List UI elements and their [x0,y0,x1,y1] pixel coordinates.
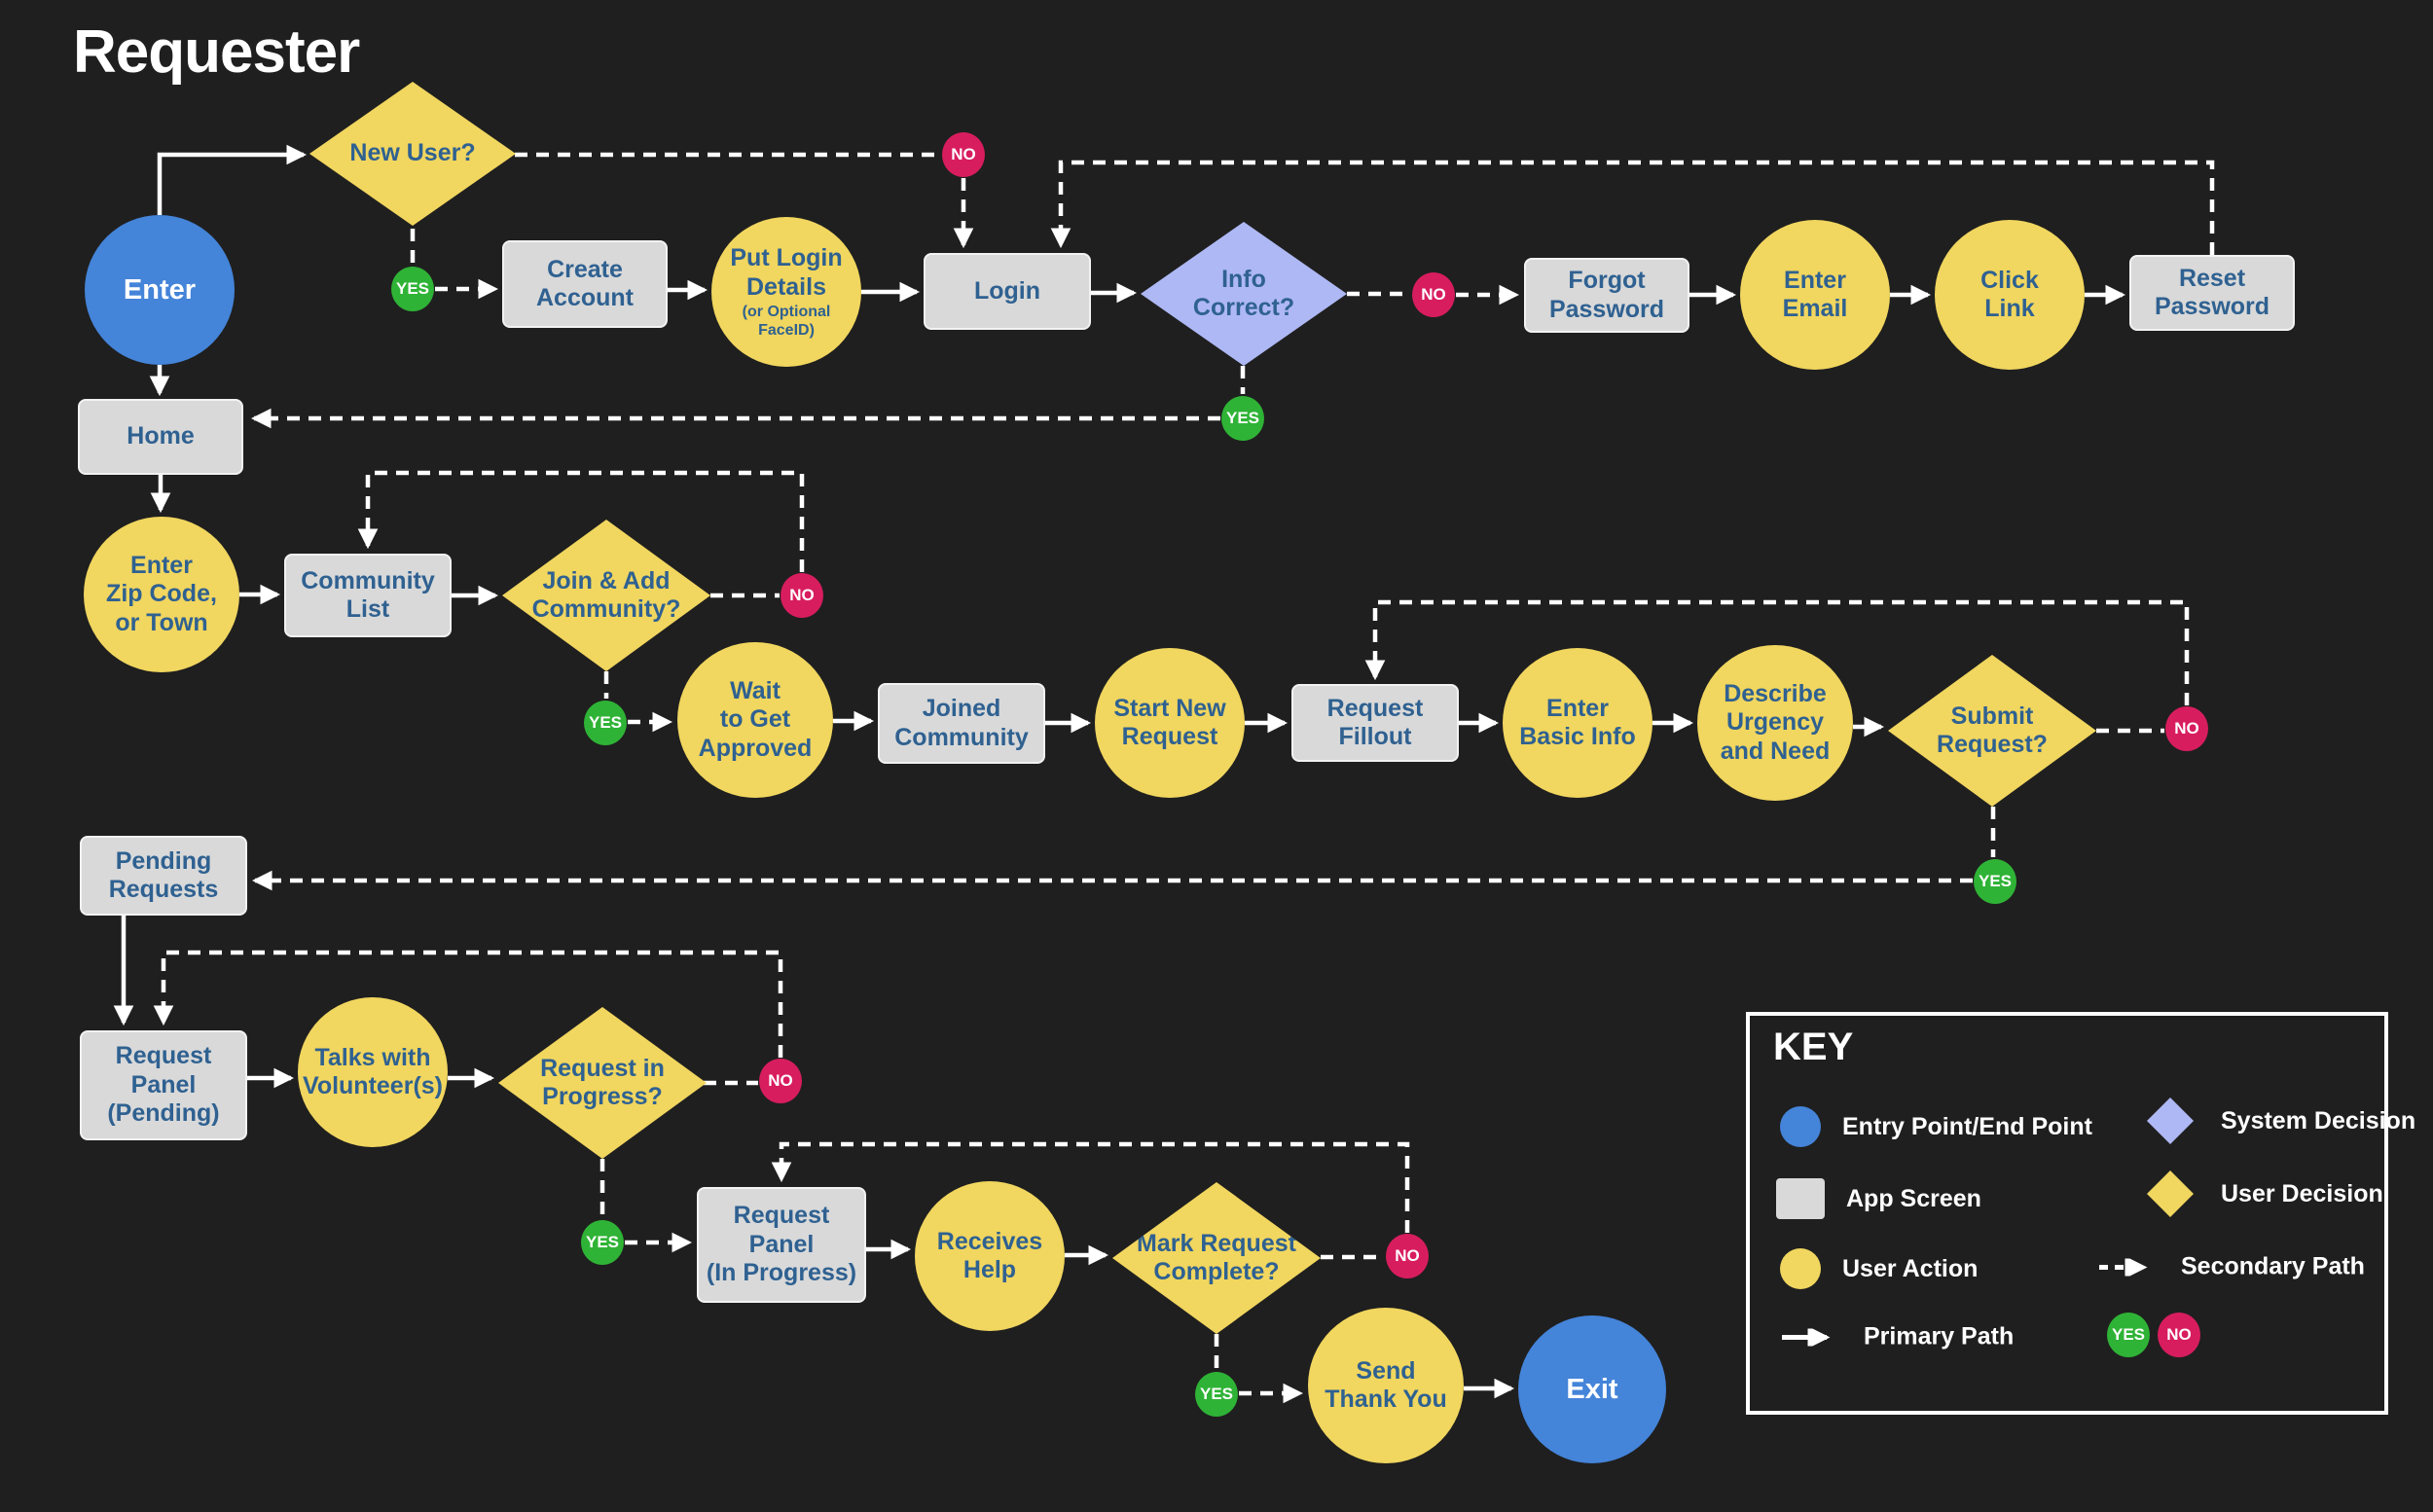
user-decision-icon [2147,1170,2194,1217]
node-pending-requests: Pending Requests [80,836,247,916]
system-decision-icon [2147,1098,2194,1144]
node-put-login-details: Put Login Details (or Optional FaceID) [711,217,861,367]
node-request-fillout: Request Fillout [1291,684,1459,762]
legend-secondary-path: Secondary Path [2097,1253,2365,1281]
node-community-list: Community List [284,554,452,637]
legend-system-decision: System Decision [2147,1098,2415,1144]
edge-no-loop-to-community-list [357,470,805,572]
entry-point-icon [1780,1106,1821,1147]
badge-no-request-in-progress: NO [759,1059,802,1103]
node-start-new-request: Start New Request [1095,648,1245,798]
secondary-path-arrow-icon [2099,1258,2148,1276]
no-badge-icon: NO [2158,1313,2200,1357]
node-enter-basic-info: Enter Basic Info [1503,648,1652,798]
node-forgot-password: Forgot Password [1524,258,1689,333]
yes-badge-icon: YES [2107,1313,2150,1357]
badge-yes-request-in-progress: YES [581,1220,624,1265]
node-request-panel-pending: Request Panel (Pending) [80,1030,247,1140]
legend-user-action: User Action [1780,1248,1978,1289]
badge-yes-mark-complete: YES [1195,1372,1238,1417]
badge-no-join-community: NO [781,573,823,618]
edge-no-loop-to-panel-pending [153,950,783,1058]
node-reset-password: Reset Password [2129,255,2295,331]
node-joined-community: Joined Community [878,683,1045,764]
node-talks-with-volunteers: Talks with Volunteer(s) [298,997,448,1147]
key-panel: KEY Entry Point/End Point App Screen Use… [1746,1012,2415,1415]
badge-yes-submit-request: YES [1974,859,2016,904]
node-login: Login [924,253,1091,330]
legend-entry-point: Entry Point/End Point [1780,1106,2092,1147]
node-click-link: Click Link [1935,220,2085,370]
edge-no-loop-to-panel-inprogress [771,1141,1410,1233]
badge-no-submit-request: NO [2165,706,2208,751]
user-action-icon [1780,1248,1821,1289]
primary-path-arrow-icon [1782,1328,1831,1346]
badge-yes-join-community: YES [584,701,627,745]
legend-yes-no: YES NO [2107,1313,2200,1357]
legend-app-screen: App Screen [1776,1178,1981,1219]
node-describe-urgency: Describe Urgency and Need [1697,645,1853,801]
badge-yes-new-user: YES [391,267,434,311]
node-create-account: Create Account [502,240,668,328]
node-home: Home [78,399,243,475]
node-enter-email: Enter Email [1740,220,1890,370]
legend-primary-path: Primary Path [1780,1323,2014,1351]
edge-no-loop-to-fillout [1364,599,2190,705]
node-request-panel-in-progress: Request Panel (In Progress) [697,1187,866,1303]
app-screen-icon [1776,1178,1825,1219]
badge-no-info-correct: NO [1412,272,1455,317]
badge-no-new-user: NO [942,132,985,177]
badge-no-mark-complete: NO [1386,1234,1429,1278]
node-wait-to-get-approved: Wait to Get Approved [677,642,833,798]
node-receives-help: Receives Help [915,1181,1065,1331]
page-title: Requester [73,18,360,86]
badge-yes-info-correct: YES [1221,396,1264,441]
node-enter-zip-code: Enter Zip Code, or Town [84,517,239,672]
edge-reset-loop-to-login [1050,160,2215,255]
legend-user-decision: User Decision [2147,1170,2383,1217]
node-exit: Exit [1518,1315,1666,1463]
edge-enter-to-new-user [157,144,308,215]
node-enter: Enter [85,215,235,365]
key-title: KEY [1773,1026,1854,1068]
node-send-thank-you: Send Thank You [1308,1308,1464,1463]
